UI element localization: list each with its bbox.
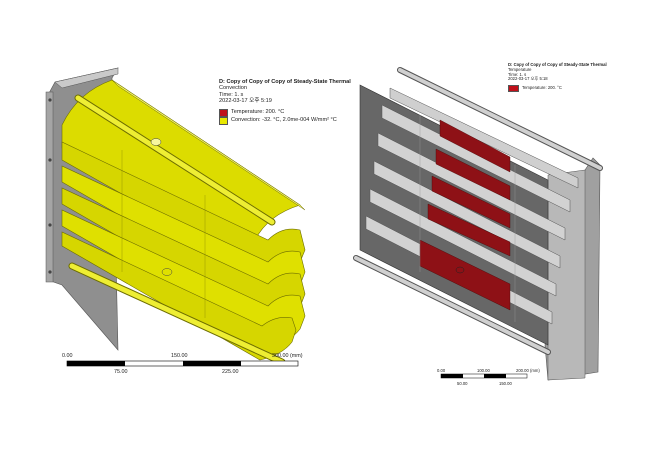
left-plate-edge [54,67,119,89]
left-top-pipe [75,95,275,225]
right-legend-title: D: Copy of Copy of Copy of Steady-State … [508,62,607,67]
left-scale-tick: 0.00 [62,353,73,359]
left-bottom-pipe [69,263,285,365]
left-legend-date: 2022-03-17 오후 5:19 [219,98,272,105]
right-red-regions [419,119,511,311]
right-scale-tick: 50.00 [457,381,468,386]
boundary-marker-b[interactable] [150,138,162,146]
left-model [45,67,306,366]
right-legend: D: Copy of Copy of Copy of Steady-State … [508,62,607,93]
temperature-swatch-icon [219,108,228,117]
left-scale-tick: 225.00 [222,369,239,375]
left-scale-tick: 75.00 [114,369,128,375]
right-legend-item-temperature: Temperature: 200. °C [508,85,607,93]
right-legend-item-label: Temperature: 200. °C [522,85,562,91]
left-legend-time: Time: 1. s [219,91,244,98]
right-legend-analysis: Temperature [508,66,532,72]
left-fin-stack [61,141,306,361]
left-scale-tick: 150.00 [171,353,188,359]
bolt-icon [48,158,52,162]
left-shell-ridge [111,79,306,211]
right-model [353,67,603,381]
right-scale-tick: 0.00 [437,368,446,373]
convection-swatch-icon [219,116,228,125]
left-plate-side [45,91,54,283]
bolt-icon [48,223,52,227]
bolt-icon [48,270,52,274]
right-scale-tick: 150.00 [499,381,512,386]
temperature-swatch-icon [508,85,519,93]
right-bottom-pipe [354,256,550,354]
right-legend-time: Time: 1. s [508,71,527,77]
left-scale-tick: 300.00 (mm) [272,353,303,359]
left-scale-bar [66,360,299,367]
left-legend-title: D: Copy of Copy of Copy of Steady-State … [219,79,351,85]
right-top-pipe [398,68,602,170]
right-scale-bar [440,373,528,379]
left-legend-analysis: Convection [219,85,247,92]
left-legend: D: Copy of Copy of Copy of Steady-State … [219,79,351,125]
right-scale-tick: 100.00 [477,368,490,373]
left-legend-item-label: Convection: -32. °C, 2.0me-004 W/mm² °C [231,117,337,124]
boundary-marker-a[interactable] [161,268,173,276]
boundary-marker-a-right[interactable] [455,266,465,274]
left-legend-item-temperature: Temperature: 200. °C [219,108,351,117]
left-legend-item-convection: Convection: -32. °C, 2.0me-004 W/mm² °C [219,116,351,125]
bolt-icon [48,98,52,102]
left-legend-item-label: Temperature: 200. °C [231,109,285,116]
right-scale-tick: 200.00 (mm) [516,368,540,373]
right-legend-date: 2022-03-17 오후 5:18 [508,76,548,82]
